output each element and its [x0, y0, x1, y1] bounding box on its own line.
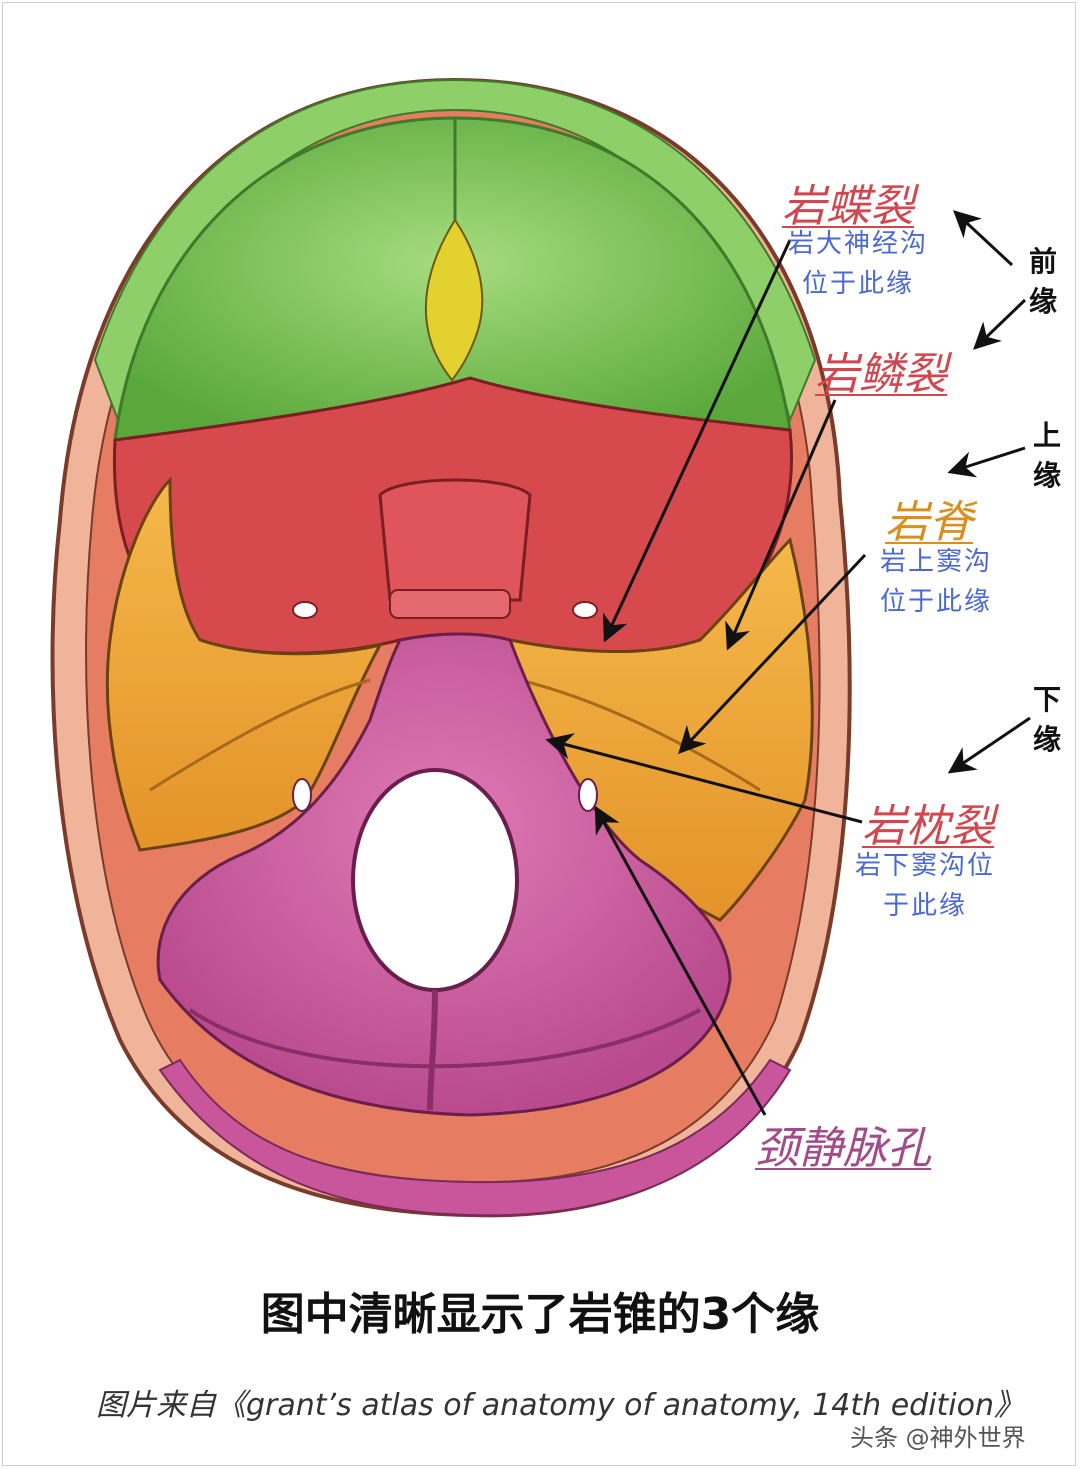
note-petrous-ridge-line2: 位于此缘	[880, 587, 993, 617]
figure-caption: 图中清晰显示了岩锥的3个缘	[260, 1289, 820, 1340]
pointer-petrous-ridge	[678, 553, 867, 754]
note-petrosphenoid: 岩大神经沟 位于此缘	[788, 224, 928, 304]
arrow-inferior	[947, 716, 1031, 774]
label-petrous-ridge: 岩脊	[885, 497, 973, 548]
pointer-petro-occipital	[545, 733, 863, 824]
label-jugular-foramen: 颈静脉孔	[755, 1123, 931, 1174]
note-petro-occipital: 岩下窦沟位 于此缘	[855, 846, 995, 926]
petrous-ridge-left	[149, 678, 371, 792]
watermark: 头条 @神外世界	[850, 1424, 1026, 1452]
right-foramen	[572, 601, 598, 619]
arrow-superior	[947, 446, 1026, 478]
pointer-petrosphenoid	[602, 239, 792, 643]
edge-label-anterior: 前缘	[1028, 245, 1057, 318]
label-petro-occipital: 岩枕裂	[862, 801, 994, 852]
sella-turcica	[378, 478, 532, 602]
temporal-bone-left	[105, 476, 383, 852]
note-petro-occipital-line1: 岩下窦沟位	[855, 851, 996, 881]
transverse-sulcus	[188, 1008, 701, 1069]
note-petrosphenoid-line1: 岩大神经沟	[788, 229, 929, 259]
jugular-foramen-left	[292, 778, 312, 812]
arrow-anterior-2	[973, 298, 1027, 350]
pointer-petrosquamous	[725, 399, 837, 651]
left-foramen	[292, 601, 318, 619]
edge-label-inferior: 下缘	[1032, 683, 1061, 756]
frontal-rim	[93, 78, 817, 424]
note-petrosphenoid-line2: 位于此缘	[802, 269, 915, 299]
label-petrosphenoid: 岩蝶裂	[782, 181, 914, 232]
internal-occipital-crest	[427, 989, 438, 1111]
dorsum-sellae	[389, 589, 511, 619]
foramen-magnum	[351, 768, 519, 992]
petrous-ridge-right	[519, 678, 761, 792]
jugular-foramen-right	[578, 778, 598, 812]
note-petro-occipital-line2: 于此缘	[883, 891, 968, 921]
edge-label-superior: 上缘	[1032, 419, 1061, 492]
note-petrous-ridge-line1: 岩上窦沟	[880, 547, 993, 577]
label-petrosquamous: 岩鳞裂	[815, 349, 947, 400]
arrow-anterior-1	[953, 210, 1014, 267]
pointer-jugular-foramen	[594, 805, 767, 1116]
source-credit: 图片来自《grant’s atlas of anatomy of anatomy…	[96, 1388, 1024, 1423]
crista-galli	[424, 218, 484, 382]
note-petrous-ridge: 岩上窦沟 位于此缘	[880, 542, 992, 622]
occipital-rim	[158, 1058, 792, 1217]
